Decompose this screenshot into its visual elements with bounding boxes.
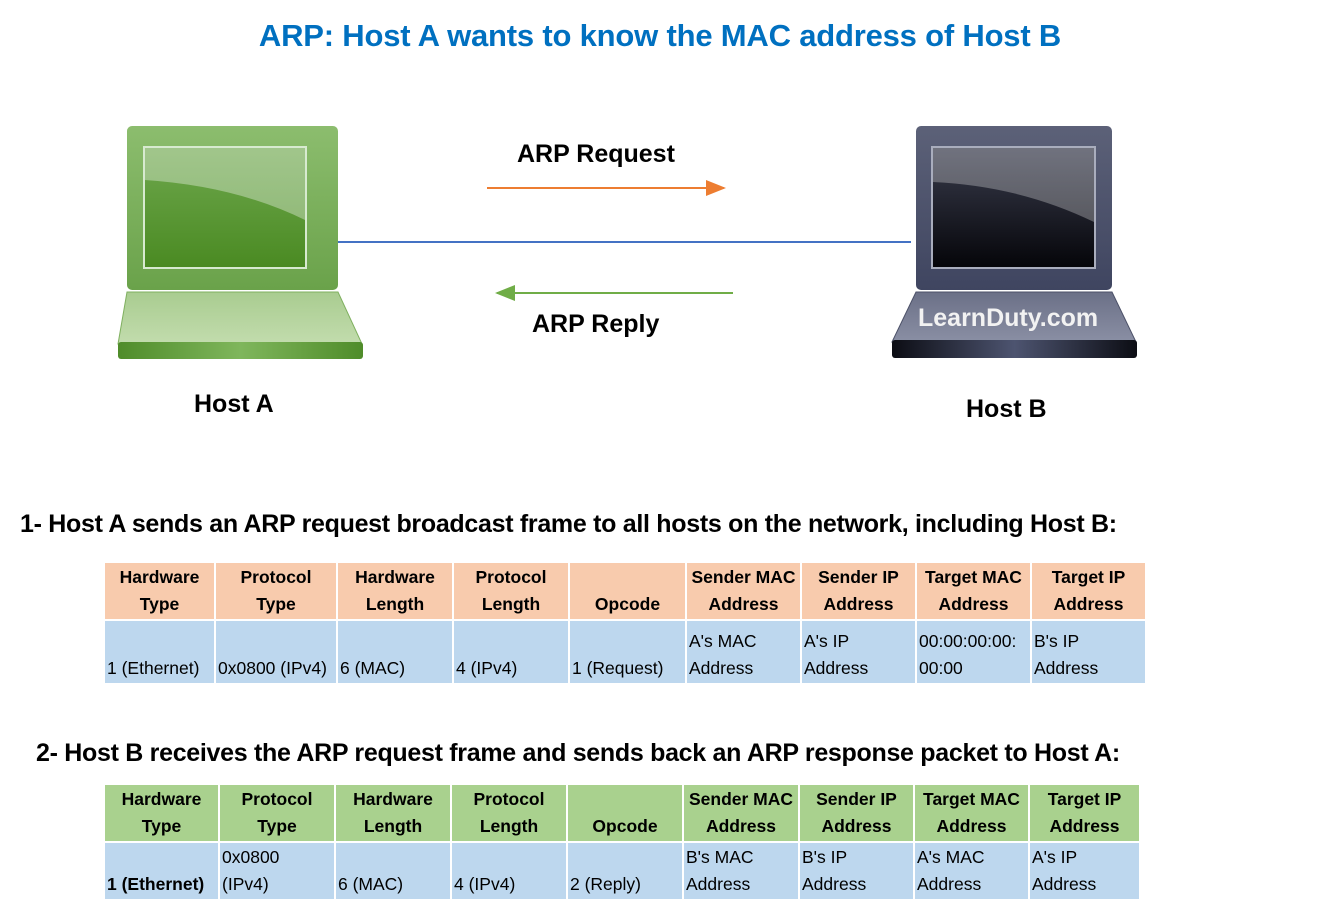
cell-opcode: 1 (Request) [570, 621, 685, 683]
laptop-icon-host-a [117, 126, 363, 359]
cell-protocol-length: 4 (IPv4) [452, 843, 566, 899]
learnduty-watermark: LearnDuty.com [918, 304, 1099, 332]
host-b-label: Host B [966, 395, 1047, 423]
cell-hardware-type: 1 (Ethernet) [105, 621, 214, 683]
cell-protocol-type: 0x0800(IPv4) [220, 843, 334, 899]
table-row: 1 (Ethernet) 0x0800 (IPv4) 6 (MAC) 4 (IP… [105, 621, 1145, 683]
diagram-title: ARP: Host A wants to know the MAC addres… [258, 18, 1062, 53]
cell-opcode: 2 (Reply) [568, 843, 682, 899]
cell-target-mac: 00:00:00:00:00:00 [917, 621, 1030, 683]
host-a-label: Host A [194, 390, 274, 418]
cell-protocol-length: 4 (IPv4) [454, 621, 568, 683]
step2-heading: 2- Host B receives the ARP request frame… [36, 739, 1120, 767]
arp-reply-label: ARP Reply [532, 310, 660, 338]
arp-request-label: ARP Request [517, 140, 675, 168]
laptop-icon-host-b [891, 126, 1137, 358]
cell-hardware-type: 1 (Ethernet) [105, 843, 218, 899]
cell-hardware-length: 6 (MAC) [338, 621, 452, 683]
col-opcode: Opcode [570, 563, 685, 619]
table-row: 1 (Ethernet) 0x0800(IPv4) 6 (MAC) 4 (IPv… [105, 843, 1139, 899]
step1-heading: 1- Host A sends an ARP request broadcast… [20, 510, 1117, 538]
col-opcode: Opcode [568, 785, 682, 841]
cell-protocol-type: 0x0800 (IPv4) [216, 621, 336, 683]
cell-hardware-length: 6 (MAC) [336, 843, 450, 899]
